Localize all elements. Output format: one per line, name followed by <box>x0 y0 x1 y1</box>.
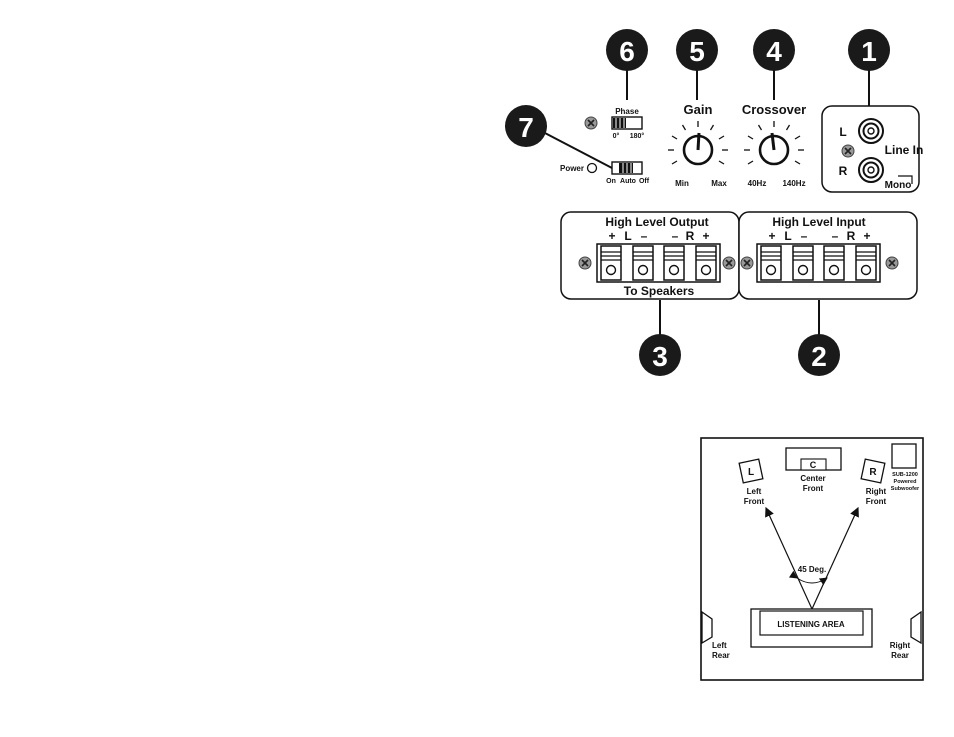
callout-1-number: 1 <box>861 36 877 67</box>
output-terminal-3 <box>664 246 684 280</box>
output-left-plus-label: + <box>608 229 615 243</box>
phase-label: Phase <box>615 107 639 116</box>
gain-min-label: Min <box>675 179 689 188</box>
left-front-box-label: L <box>748 467 754 478</box>
rca-jack-left-icon <box>859 119 883 143</box>
power-auto-label: Auto <box>620 178 636 185</box>
callout-2: 2 <box>798 300 840 376</box>
center-label-1: Center <box>800 474 825 483</box>
high-level-input-title: High Level Input <box>772 215 865 229</box>
input-right-label: R <box>847 229 856 243</box>
callout-6-number: 6 <box>619 36 635 67</box>
power-switch: Power On Auto Off <box>560 162 650 185</box>
phase-0-label: 0° <box>613 132 620 140</box>
input-right-plus-label: + <box>863 229 870 243</box>
power-on-label: On <box>606 178 616 185</box>
right-front-label-1: Right <box>866 487 887 496</box>
input-left-plus-label: + <box>768 229 775 243</box>
sub-label-3: Subwoofer <box>891 486 920 492</box>
callout-3-number: 3 <box>652 341 668 372</box>
screw-icon <box>842 145 854 157</box>
callout-1: 1 <box>848 29 890 106</box>
center-label-2: Front <box>803 484 824 493</box>
callout-4: 4 <box>753 29 795 100</box>
crossover-max-label: 140Hz <box>782 179 805 188</box>
left-rear-label-1: Left <box>712 641 727 650</box>
right-front-label-2: Front <box>866 497 887 506</box>
input-terminal-2 <box>793 246 813 280</box>
input-terminal-1 <box>761 246 781 280</box>
screw-icon <box>579 257 591 269</box>
power-led-icon <box>588 164 597 173</box>
high-level-output-title: High Level Output <box>605 215 708 229</box>
callout-5-number: 5 <box>689 36 705 67</box>
power-off-label: Off <box>639 178 650 185</box>
gain-max-label: Max <box>711 179 727 188</box>
phase-switch: Phase 0° 180° <box>585 107 644 140</box>
callout-4-number: 4 <box>766 36 782 67</box>
mono-label: Mono <box>885 180 912 191</box>
rca-jack-right-icon <box>859 158 883 182</box>
screw-icon <box>886 257 898 269</box>
crossover-label: Crossover <box>742 102 806 117</box>
right-front-box-label: R <box>869 467 877 478</box>
left-rear-label-2: Rear <box>712 651 730 660</box>
input-terminal-4 <box>856 246 876 280</box>
input-right-minus-label: – <box>832 229 839 243</box>
output-right-label: R <box>686 229 695 243</box>
high-level-output-panel: High Level Output + L – – R + To Speaker… <box>561 212 739 299</box>
high-level-input-panel: High Level Input + L – – R + <box>723 212 917 299</box>
sub-label-2: Powered <box>894 479 917 485</box>
center-box-label: C <box>810 460 817 470</box>
screw-icon <box>723 257 735 269</box>
line-in-left-label: L <box>839 125 846 139</box>
callout-6: 6 <box>606 29 648 100</box>
power-label: Power <box>560 164 584 173</box>
input-left-label: L <box>784 229 791 243</box>
callout-5: 5 <box>676 29 718 100</box>
line-in-right-label: R <box>839 164 848 178</box>
subwoofer: SUB-1200 Powered Subwoofer <box>891 444 920 492</box>
screw-icon <box>585 117 597 129</box>
output-right-plus-label: + <box>702 229 709 243</box>
right-rear-label-1: Right <box>890 641 911 650</box>
room-layout: C Center Front L Left Front R Right Fron… <box>701 438 923 680</box>
line-in-panel: L R Line In Mono <box>822 106 923 192</box>
crossover-knob-pointer <box>772 133 774 150</box>
left-front-label-1: Left <box>747 487 762 496</box>
screw-icon <box>741 257 753 269</box>
input-terminal-3 <box>824 246 844 280</box>
crossover-min-label: 40Hz <box>748 179 767 188</box>
output-terminal-2 <box>633 246 653 280</box>
line-in-label: Line In <box>885 143 924 157</box>
callout-3: 3 <box>639 300 681 376</box>
callout-2-number: 2 <box>811 341 827 372</box>
output-left-label: L <box>624 229 631 243</box>
output-right-minus-label: – <box>672 229 679 243</box>
to-speakers-label: To Speakers <box>624 284 695 298</box>
left-front-label-2: Front <box>744 497 765 506</box>
gain-knob: Gain Min Max <box>668 102 728 188</box>
crossover-knob: Crossover 40Hz 140Hz <box>742 102 806 188</box>
listening-area-label: LISTENING AREA <box>777 620 844 629</box>
output-left-minus-label: – <box>641 229 648 243</box>
phase-180-label: 180° <box>630 132 645 140</box>
callout-7: 7 <box>505 105 612 168</box>
right-rear-label-2: Rear <box>891 651 909 660</box>
listening-area: LISTENING AREA <box>751 609 872 647</box>
callout-7-number: 7 <box>518 112 534 143</box>
sub-label-1: SUB-1200 <box>892 472 918 478</box>
output-terminal-4 <box>696 246 716 280</box>
output-terminal-1 <box>601 246 621 280</box>
angle-label: 45 Deg. <box>798 565 826 574</box>
gain-label: Gain <box>684 102 713 117</box>
input-left-minus-label: – <box>801 229 808 243</box>
gain-knob-pointer <box>698 133 699 150</box>
